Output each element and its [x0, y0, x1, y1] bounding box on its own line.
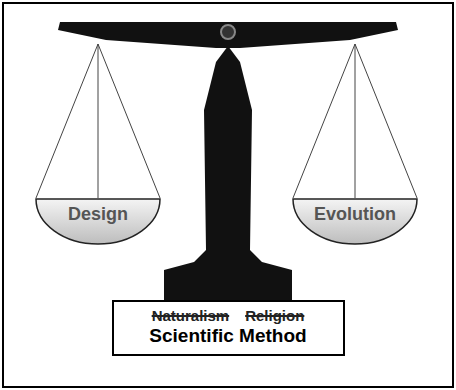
string	[355, 44, 356, 198]
text-row: Scientific Method	[114, 325, 343, 348]
string	[355, 44, 417, 198]
pan-label: Design	[35, 196, 161, 223]
struck-word: Religion	[245, 307, 304, 325]
pan-outline	[36, 199, 160, 244]
box-title: Scientific Method	[149, 325, 306, 348]
struck-word: Naturalism	[152, 307, 230, 325]
scale-post	[164, 46, 292, 305]
string	[36, 44, 98, 198]
scale-beam	[58, 22, 398, 48]
scale-pan: Design	[35, 196, 161, 246]
string	[98, 44, 160, 198]
string	[293, 44, 355, 198]
frame	[3, 3, 453, 387]
pan-outline	[293, 199, 417, 244]
pivot	[221, 25, 235, 39]
text-row: Naturalism Religion	[114, 307, 343, 325]
pan-label: Evolution	[292, 196, 418, 223]
method-box: Naturalism ReligionScientific Method	[112, 300, 345, 356]
scale-pan: Evolution	[292, 196, 418, 246]
string	[98, 44, 99, 198]
